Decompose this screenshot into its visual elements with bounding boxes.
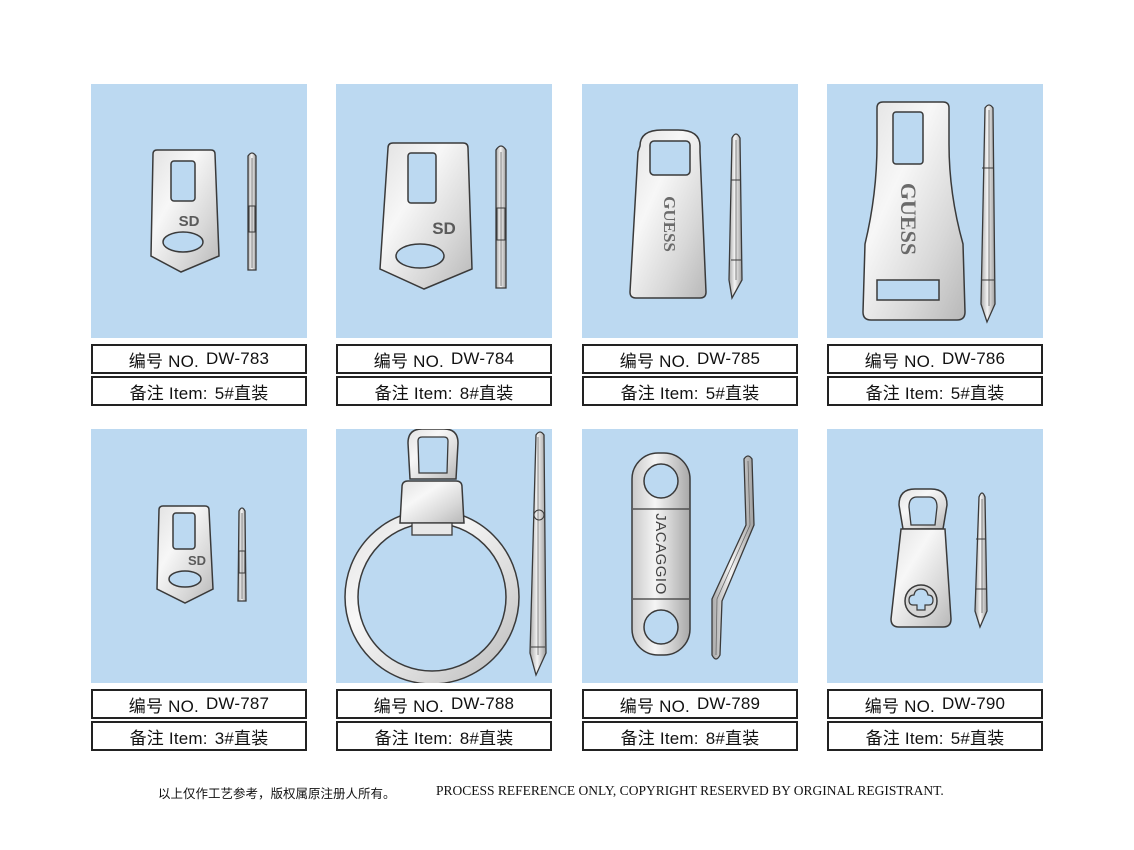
- zipper-puller-drawing: JACAGGIO: [631, 452, 755, 660]
- copyright-footer: 以上仅作工艺参考，版权属原注册人所有。 PROCESS REFERENCE ON…: [0, 783, 1134, 803]
- engraving-text: JACAGGIO: [652, 513, 669, 595]
- product-item-value: 5#直装: [214, 383, 269, 403]
- product-image-panel: GUESS: [827, 84, 1043, 338]
- product-number-label: 编号 NO.: [864, 696, 935, 716]
- product-item-value: 3#直装: [214, 728, 269, 748]
- zipper-puller-drawing: SD: [156, 505, 247, 604]
- product-item-field: 备注 Item: 5#直装: [582, 376, 798, 406]
- product-item-field: 备注 Item: 8#直装: [336, 721, 552, 751]
- product-image-panel: [336, 429, 552, 683]
- product-item-label: 备注 Item:: [620, 383, 699, 403]
- product-item-label: 备注 Item:: [374, 383, 453, 403]
- product-item-field: 备注 Item: 8#直装: [336, 376, 552, 406]
- zipper-puller-drawing: SD: [379, 142, 507, 290]
- zipper-puller-drawing: GUESS: [862, 101, 996, 324]
- zipper-puller-drawing: GUESS: [629, 129, 743, 300]
- product-number-label: 编号 NO.: [864, 351, 935, 371]
- product-number-label: 编号 NO.: [128, 351, 199, 371]
- product-image-panel: SD: [336, 84, 552, 338]
- product-item-field: 备注 Item: 5#直装: [827, 376, 1043, 406]
- product-image-panel: SD: [91, 84, 307, 338]
- product-number-field: 编号 NO. DW-784: [336, 344, 552, 374]
- product-image-panel: [827, 429, 1043, 683]
- product-item-value: 5#直装: [950, 383, 1005, 403]
- product-number-field: 编号 NO. DW-790: [827, 689, 1043, 719]
- product-item-field: 备注 Item: 8#直装: [582, 721, 798, 751]
- footer-notice-english: PROCESS REFERENCE ONLY, COPYRIGHT RESERV…: [436, 783, 944, 798]
- product-item-field: 备注 Item: 3#直装: [91, 721, 307, 751]
- zipper-puller-drawing: [344, 429, 547, 683]
- product-number-value: DW-788: [450, 694, 515, 713]
- product-number-value: DW-785: [696, 349, 761, 368]
- product-number-label: 编号 NO.: [128, 696, 199, 716]
- product-item-value: 8#直装: [705, 728, 760, 748]
- product-item-label: 备注 Item:: [129, 383, 208, 403]
- product-number-label: 编号 NO.: [373, 351, 444, 371]
- product-image-panel: JACAGGIO: [582, 429, 798, 683]
- product-number-label: 编号 NO.: [619, 351, 690, 371]
- product-number-value: DW-789: [696, 694, 761, 713]
- product-number-label: 编号 NO.: [619, 696, 690, 716]
- product-number-value: DW-783: [205, 349, 270, 368]
- engraving-text: GUESS: [896, 183, 921, 255]
- product-item-value: 8#直装: [459, 383, 514, 403]
- product-number-value: DW-790: [941, 694, 1006, 713]
- product-number-value: DW-784: [450, 349, 515, 368]
- engraving-text: SD: [179, 213, 200, 230]
- product-item-field: 备注 Item: 5#直装: [91, 376, 307, 406]
- product-item-label: 备注 Item:: [129, 728, 208, 748]
- engraving-text: GUESS: [660, 196, 679, 252]
- product-number-field: 编号 NO. DW-789: [582, 689, 798, 719]
- product-item-label: 备注 Item:: [374, 728, 453, 748]
- product-number-field: 编号 NO. DW-787: [91, 689, 307, 719]
- product-item-label: 备注 Item:: [865, 728, 944, 748]
- product-number-value: DW-786: [941, 349, 1006, 368]
- product-item-value: 8#直装: [459, 728, 514, 748]
- product-image-panel: GUESS: [582, 84, 798, 338]
- product-number-field: 编号 NO. DW-786: [827, 344, 1043, 374]
- product-number-value: DW-787: [205, 694, 270, 713]
- engraving-text: SD: [432, 219, 456, 238]
- product-number-field: 编号 NO. DW-785: [582, 344, 798, 374]
- product-number-label: 编号 NO.: [373, 696, 444, 716]
- product-item-label: 备注 Item:: [865, 383, 944, 403]
- product-item-field: 备注 Item: 5#直装: [827, 721, 1043, 751]
- footer-notice-chinese: 以上仅作工艺参考，版权属原注册人所有。: [158, 786, 396, 801]
- product-item-label: 备注 Item:: [620, 728, 699, 748]
- product-item-value: 5#直装: [705, 383, 760, 403]
- product-image-panel: SD: [91, 429, 307, 683]
- product-item-value: 5#直装: [950, 728, 1005, 748]
- zipper-puller-drawing: [890, 488, 988, 629]
- product-number-field: 编号 NO. DW-783: [91, 344, 307, 374]
- engraving-text: SD: [188, 553, 206, 568]
- zipper-puller-drawing: SD: [150, 149, 257, 273]
- product-number-field: 编号 NO. DW-788: [336, 689, 552, 719]
